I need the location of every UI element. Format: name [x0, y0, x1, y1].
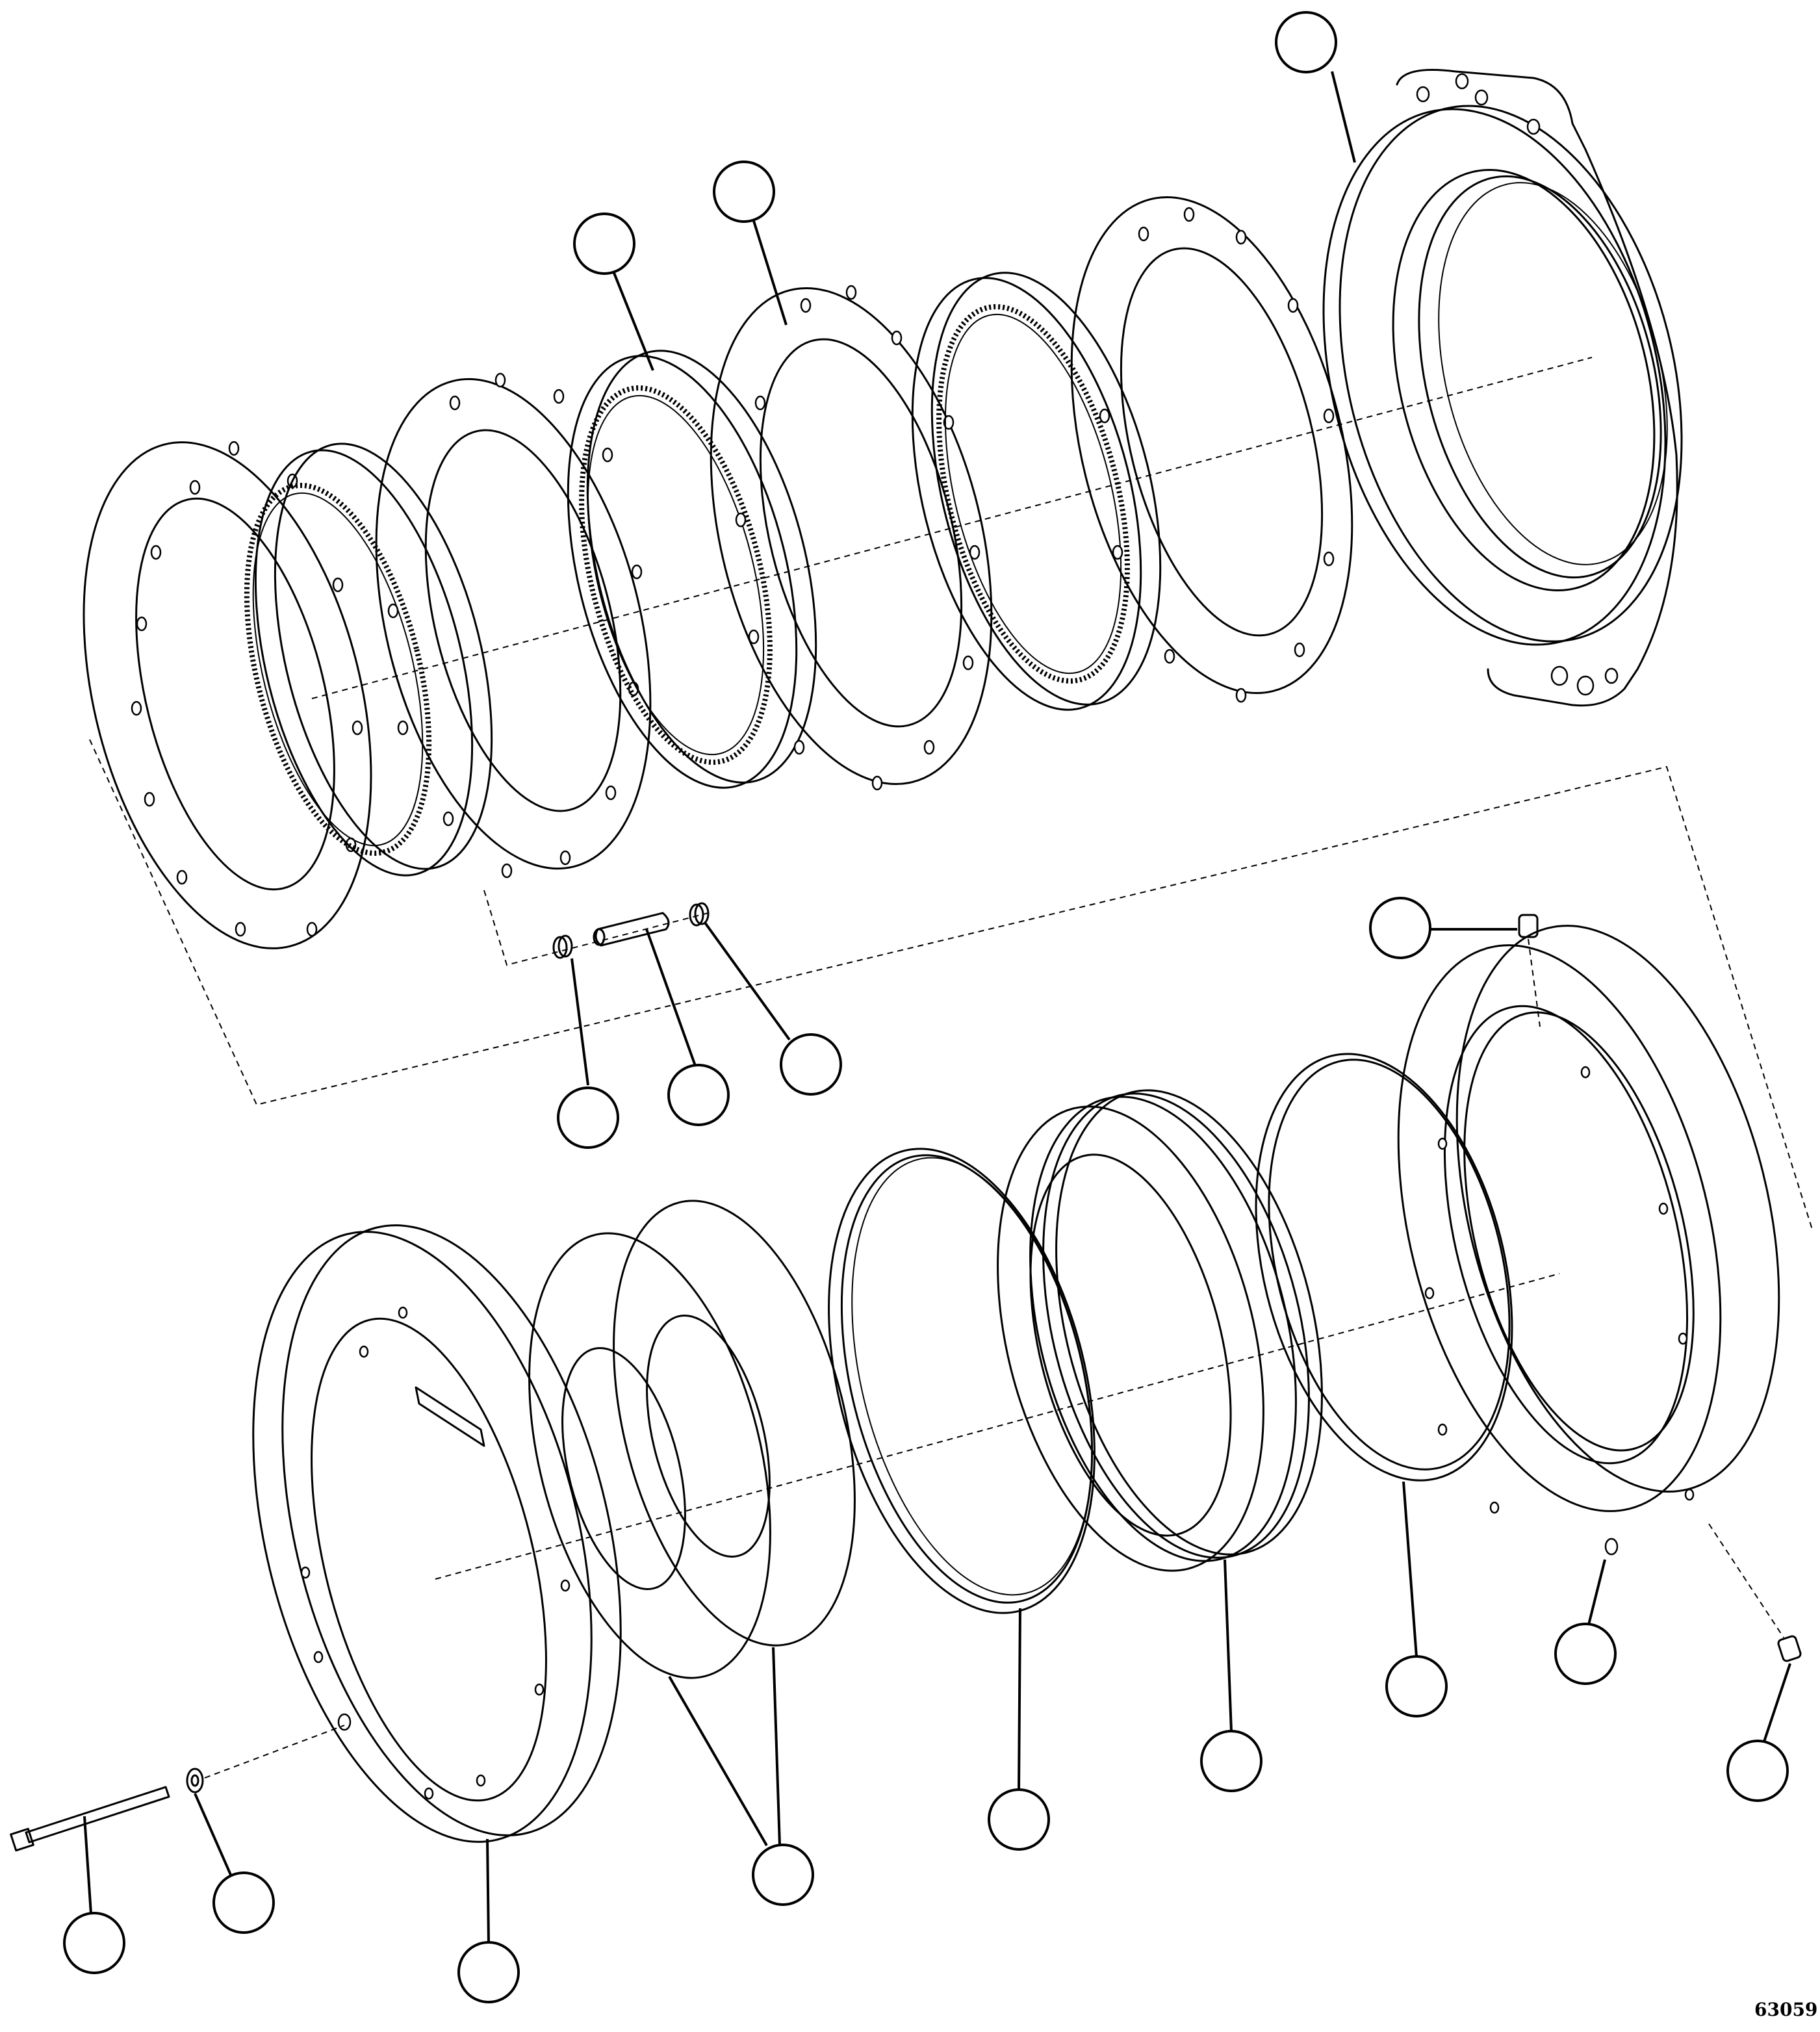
gasket-ring-2 — [710, 285, 993, 791]
flange-ring-left — [83, 441, 372, 949]
callout-o-ring-large — [988, 1608, 1050, 1851]
figure-number: 63059 — [1754, 1999, 1818, 2020]
assembly-connector-line — [89, 739, 1814, 1232]
bolt-insert-path — [204, 1725, 345, 1779]
gasket-ring-3 — [1070, 196, 1353, 703]
ring-gear-3 — [911, 272, 1162, 711]
callout-upper-ring-gear — [573, 212, 654, 371]
gasket-ring-1 — [375, 372, 652, 879]
long-bolt — [10, 1786, 170, 1852]
washer — [186, 1768, 204, 1794]
piston — [997, 1089, 1323, 1572]
set-screw-top-path — [1528, 938, 1541, 1027]
spring-left — [552, 934, 573, 959]
callout-end-cover — [457, 1838, 520, 2003]
set-screw-bottom-path — [1708, 1523, 1784, 1638]
lower-center-axis — [435, 1273, 1560, 1580]
motor-housing — [1322, 69, 1683, 707]
callout-friction-discs — [668, 1647, 814, 1906]
cylinder-housing — [1397, 925, 1780, 1556]
callout-long-bolt — [63, 1816, 125, 1974]
callout-set-screw-bottom — [1726, 1663, 1791, 1802]
callout-dowel-pin — [645, 929, 730, 1126]
set-screw-top — [1518, 914, 1539, 938]
ring-gear-1 — [244, 443, 493, 877]
callout-o-ring-small — [1385, 1481, 1448, 1717]
callout-set-screw-top — [1369, 897, 1517, 959]
alignment-pin-assembly — [483, 890, 710, 966]
o-ring-small — [1255, 1053, 1513, 1482]
friction-discs — [528, 1200, 856, 1679]
callout-pin-right-spring — [704, 921, 842, 1096]
dowel-pin — [593, 912, 670, 947]
upper-center-axis — [311, 357, 1593, 699]
callout-piston — [1200, 1559, 1262, 1792]
callout-upper-gasket — [713, 161, 788, 326]
end-cover — [252, 1224, 622, 1843]
callout-top-housing — [1275, 11, 1356, 163]
spring-right — [689, 902, 710, 927]
ring-gear-2 — [567, 350, 817, 789]
callout-pin-left-spring — [557, 958, 619, 1149]
callout-cylinder-housing — [1554, 1559, 1617, 1685]
callout-washer — [194, 1793, 275, 1934]
set-screw-bottom — [1777, 1635, 1802, 1662]
